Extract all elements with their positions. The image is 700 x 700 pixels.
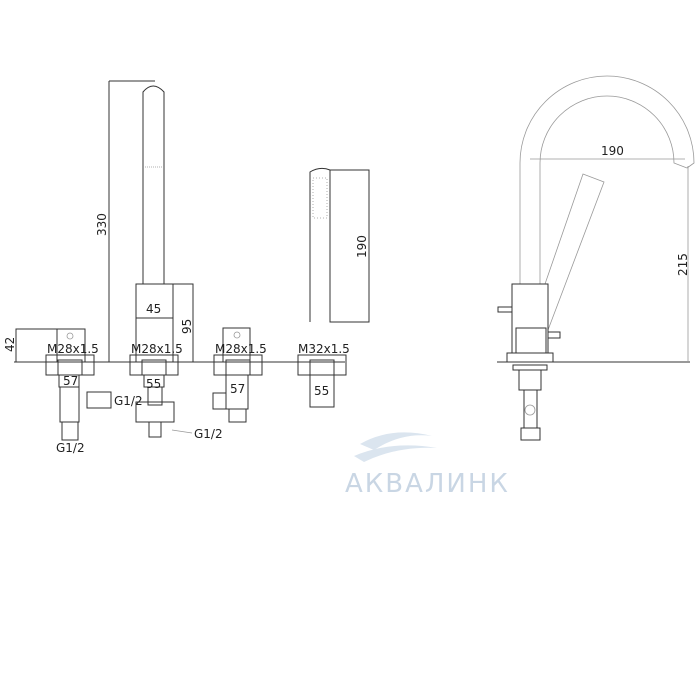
hole-left: 57 xyxy=(63,374,78,388)
dim-215: 215 xyxy=(676,253,690,276)
dim-190-shower: 190 xyxy=(355,235,369,258)
dim-45: 45 xyxy=(146,302,161,316)
thread-left: M28x1.5 xyxy=(47,342,99,356)
thread-shower: M32x1.5 xyxy=(298,342,350,356)
dim-330: 330 xyxy=(95,213,109,236)
dim-42: 42 xyxy=(3,337,17,352)
hand-shower xyxy=(297,167,370,408)
watermark-text: АКВАЛИНК xyxy=(345,469,510,499)
hole-right: 57 xyxy=(230,382,245,396)
thread-right: M28x1.5 xyxy=(215,342,267,356)
bath-spout xyxy=(129,85,194,438)
hole-spout: 55 xyxy=(146,377,161,391)
conn-left-bottom: G1/2 xyxy=(56,441,85,455)
faucet-side-view xyxy=(497,75,695,441)
dim-190-reach: 190 xyxy=(601,144,624,158)
watermark: АКВАЛИНК xyxy=(345,432,510,499)
dim-95: 95 xyxy=(180,319,194,334)
thread-spout: M28x1.5 xyxy=(131,342,183,356)
conn-diverter: G1/2 xyxy=(194,427,223,441)
right-valve xyxy=(212,327,263,423)
conn-left-side: G1/2 xyxy=(114,394,143,408)
hole-shower: 55 xyxy=(314,384,329,398)
